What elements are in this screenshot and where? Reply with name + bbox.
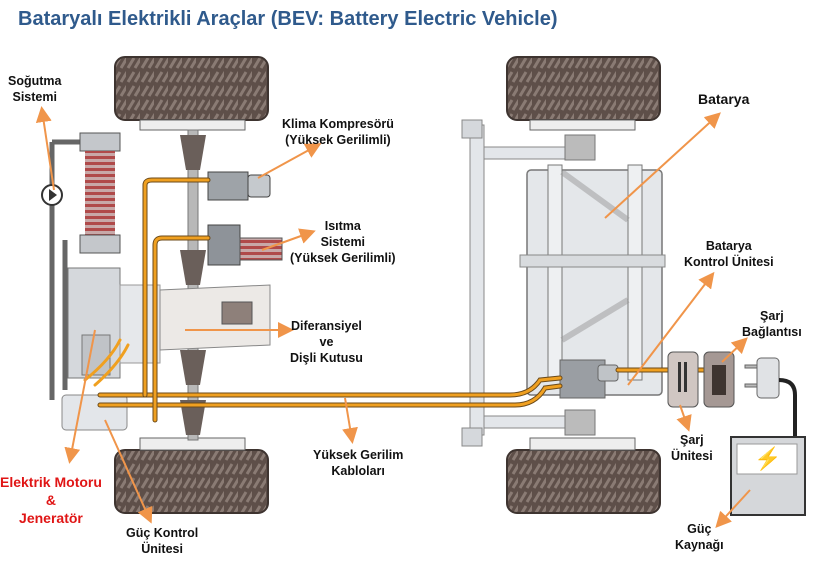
- label-line: Şarj: [680, 433, 704, 447]
- power-source-box: [730, 436, 806, 516]
- label-line: Elektrik Motoru: [0, 474, 102, 490]
- label-line: Batarya: [698, 91, 750, 107]
- label-battery-control-unit: Batarya Kontrol Ünitesi: [684, 238, 774, 270]
- label-line: Kontrol Ünitesi: [684, 255, 774, 269]
- climate-compressor: [207, 171, 271, 201]
- pointer-arrows: [35, 106, 751, 528]
- label-heating-system: Isıtma Sistemi (Yüksek Gerilimli): [290, 218, 396, 266]
- label-hv-cables: Yüksek Gerilim Kabloları: [313, 447, 403, 479]
- label-line: (Yüksek Gerilimli): [285, 133, 391, 147]
- label-line: Yüksek Gerilim: [313, 448, 404, 462]
- high-voltage-cables: [83, 177, 708, 423]
- tire-rear-right: [506, 437, 661, 514]
- label-differential-gearbox: Diferansiyel ve Dişli Kutusu: [290, 318, 363, 366]
- power-symbol-icon: ⚡: [754, 446, 782, 471]
- label-line: Şarj: [760, 309, 784, 323]
- label-cooling-system: Soğutma Sistemi: [8, 73, 61, 105]
- label-line: Ünitesi: [671, 449, 713, 463]
- rear-frame: [461, 119, 596, 447]
- charging-plug: [744, 357, 797, 438]
- label-power-control-unit: Güç Kontrol Ünitesi: [126, 525, 198, 557]
- label-line: Kaynağı: [675, 538, 724, 552]
- page-title: Bataryalı Elektrikli Araçlar (BEV: Batte…: [18, 8, 558, 30]
- label-line: Klima Kompresörü: [282, 117, 394, 131]
- label-line: Bağlantısı: [742, 325, 802, 339]
- label-line: Güç Kontrol: [126, 526, 199, 540]
- cooling-system: [41, 132, 121, 400]
- label-line: Sistemi: [320, 235, 366, 249]
- label-power-source: Güç Kaynağı: [675, 521, 724, 553]
- heater: [207, 224, 283, 266]
- label-electric-motor-generator: Elektrik Motoru & Jeneratör: [0, 473, 102, 527]
- label-line: Soğutma: [8, 74, 62, 88]
- label-line: Diferansiyel: [291, 319, 362, 333]
- label-line: Batarya: [705, 239, 752, 253]
- label-charge-port: Şarj Bağlantısı: [742, 308, 802, 340]
- charger-unit: [667, 351, 699, 408]
- power-control-unit: [61, 394, 128, 431]
- label-line: Güç: [687, 522, 712, 536]
- label-battery: Batarya: [698, 91, 749, 107]
- label-line: (Yüksek Gerilimli): [290, 251, 396, 265]
- label-line: Jeneratör: [19, 510, 83, 526]
- label-line: &: [45, 492, 57, 508]
- tire-front-left: [114, 56, 269, 131]
- label-climate-compressor: Klima Kompresörü (Yüksek Gerilimli): [282, 116, 394, 148]
- label-charger-unit: Şarj Ünitesi: [671, 432, 713, 464]
- battery-pack: [519, 164, 666, 399]
- label-line: Kabloları: [331, 464, 385, 478]
- charge-port: [703, 351, 735, 408]
- label-line: Isıtma: [324, 219, 361, 233]
- tire-rear-left: [506, 56, 661, 131]
- tire-front-right: [114, 437, 269, 514]
- label-line: ve: [319, 335, 334, 349]
- label-line: Ünitesi: [141, 542, 183, 556]
- front-axle: [180, 129, 206, 441]
- label-line: Dişli Kutusu: [290, 351, 363, 365]
- label-line: Sistemi: [12, 90, 57, 104]
- gearbox: [159, 284, 271, 351]
